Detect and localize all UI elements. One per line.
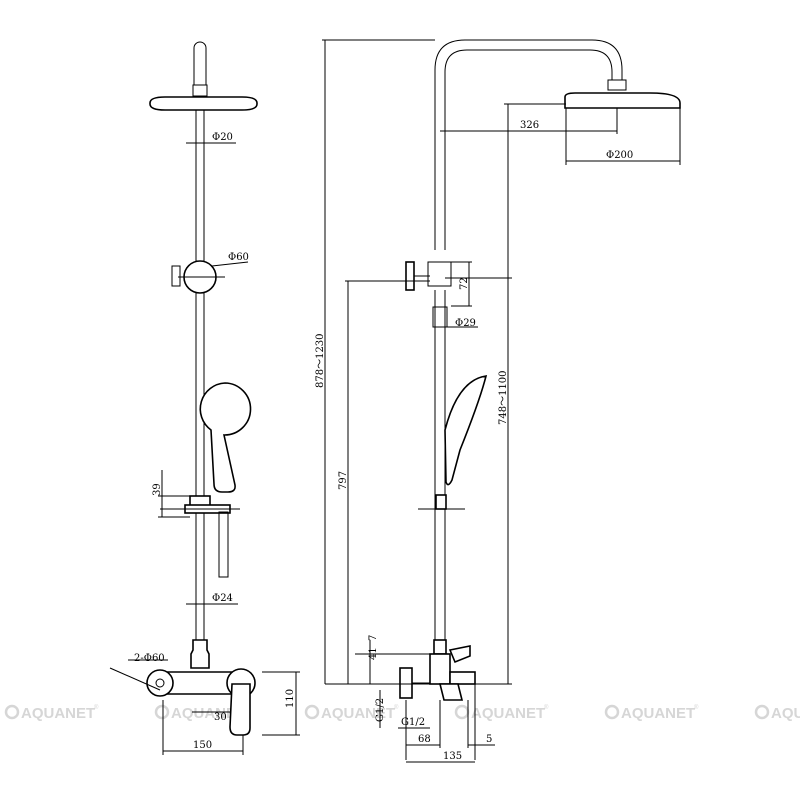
side-lower-coupling xyxy=(433,639,447,655)
front-dim110-label: 110 xyxy=(285,689,296,708)
side-diverter-knob xyxy=(405,261,415,291)
side-dim326-label: 326 xyxy=(520,120,539,131)
side-dim41-label: 41 xyxy=(368,647,379,660)
svg-text:®: ® xyxy=(94,704,99,711)
front-dia60-label: Φ60 xyxy=(228,252,249,263)
side-g12-left-label: G1/2 xyxy=(375,698,386,722)
front-flange-left xyxy=(146,669,174,697)
side-arch-inner xyxy=(444,49,613,250)
front-hand-handle xyxy=(218,511,229,578)
side-showerhead xyxy=(564,92,681,109)
front-dim39-label: 39 xyxy=(152,483,163,496)
svg-text:AQUANET: AQUANET xyxy=(621,705,695,722)
front-dim150-label: 150 xyxy=(193,740,212,751)
side-bracket xyxy=(435,494,447,510)
front-view: Φ20 Φ60 39 Φ24 xyxy=(109,41,300,755)
svg-text:®: ® xyxy=(544,704,549,711)
front-2dia60-leader xyxy=(109,667,161,691)
front-head-connector xyxy=(192,84,208,97)
side-g12-bottom-label: G1/2 xyxy=(401,717,425,728)
side-flange-plate xyxy=(399,667,413,699)
side-arch-outer xyxy=(434,39,623,250)
side-dia29-label: Φ29 xyxy=(455,318,476,329)
side-dia200-label: Φ200 xyxy=(606,150,633,161)
front-2dia60-label: 2-Φ60 xyxy=(134,653,165,664)
front-mixer-lever xyxy=(229,683,251,736)
side-dim5-label: 5 xyxy=(486,734,492,745)
side-rail-collar xyxy=(432,306,448,328)
svg-text:AQUANET: AQUANET xyxy=(21,705,95,722)
front-top-pipe-cap xyxy=(193,41,207,85)
front-showerhead xyxy=(149,96,258,111)
side-dim68-label: 68 xyxy=(418,734,431,745)
watermark-row: AQUANET ® AQUANET ® AQUANET ® AQUANET ® … xyxy=(4,704,800,722)
svg-text:AQUANET: AQUANET xyxy=(321,705,395,722)
side-dim135-label: 135 xyxy=(443,751,462,762)
side-mixer-body xyxy=(429,653,451,685)
side-mixer-handle xyxy=(438,683,464,701)
front-dia60-leader xyxy=(211,261,249,267)
svg-text:AQUANET: AQUANET xyxy=(171,705,245,722)
side-view: Φ200 326 878～1230 72 Φ29 xyxy=(315,39,681,763)
side-dim72-label: 72 xyxy=(459,277,470,290)
front-dia20-label: Φ20 xyxy=(212,132,233,143)
side-dim7-label: 7 xyxy=(368,635,379,641)
side-handshower xyxy=(444,375,488,486)
svg-text:AQUANET: AQUANET xyxy=(471,705,545,722)
front-flange-left-inner xyxy=(155,678,165,688)
watermark-6: AQUANET xyxy=(754,704,800,722)
front-coupling xyxy=(190,639,210,669)
side-mixer-spout xyxy=(449,671,476,685)
front-diverter-knob xyxy=(171,265,181,287)
svg-text:®: ® xyxy=(394,704,399,711)
front-dia24-label: Φ24 xyxy=(212,593,233,604)
front-handshower xyxy=(199,382,252,493)
side-head-connector xyxy=(607,79,627,91)
side-adjust-label: 748～1100 xyxy=(498,370,509,425)
svg-text:®: ® xyxy=(694,704,699,711)
side-total-label: 878～1230 xyxy=(315,333,326,388)
front-dim30-label: 30 xyxy=(214,712,227,723)
side-797-label: 797 xyxy=(338,471,349,490)
watermark-5: AQUANET ® xyxy=(604,704,699,722)
watermark-3: AQUANET ® xyxy=(304,704,399,722)
side-diverter-lever xyxy=(448,645,471,664)
watermark-1: AQUANET ® xyxy=(4,704,99,722)
side-diverter-block xyxy=(427,261,452,287)
svg-text:AQUANET: AQUANET xyxy=(771,705,800,722)
watermark-4: AQUANET ® xyxy=(454,704,549,722)
